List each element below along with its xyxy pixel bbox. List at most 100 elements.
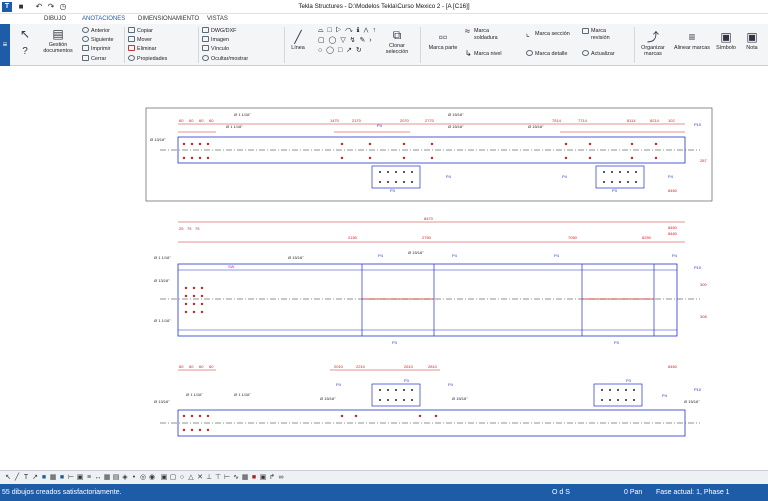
clonar-seleccion-button[interactable]: ⧉ Clonar selección — [382, 29, 412, 55]
svg-text:Ø 1 1/16": Ø 1 1/16" — [234, 392, 251, 397]
text-tool-icon[interactable]: T — [23, 474, 29, 481]
grid-tool-icon[interactable]: ▦ — [49, 474, 57, 481]
snap-perp-icon[interactable]: ⊥ — [205, 474, 213, 481]
svg-text:8460: 8460 — [668, 225, 678, 230]
imagen-button[interactable]: Imagen — [202, 36, 229, 44]
propiedades-button[interactable]: Propiedades — [128, 55, 167, 63]
drawing-view-2[interactable]: 8470 2150 2750 7050 8250 8460 8460 25 75… — [154, 216, 707, 345]
target-tool-icon[interactable]: ◎ — [139, 474, 147, 481]
refresh-icon — [582, 50, 589, 56]
snap-mid-icon[interactable]: ⊢ — [223, 474, 231, 481]
ribbon-separator — [284, 27, 285, 63]
snap-circle-icon[interactable]: ○ — [179, 474, 185, 481]
nota-button[interactable]: ▣ Nota — [740, 31, 764, 51]
mark-tool-icon[interactable]: ▣ — [76, 474, 84, 481]
drawing-canvas[interactable]: 60 60 60 60 1470 2170 2070 2770 7514 771… — [0, 66, 768, 470]
svg-text:Ø 15/16": Ø 15/16" — [288, 255, 304, 260]
cerrar-button[interactable]: Cerrar — [82, 55, 106, 63]
drawing-svg[interactable]: 60 60 60 60 1470 2170 2070 2770 7514 771… — [0, 66, 768, 470]
svg-text:75: 75 — [187, 226, 192, 231]
node-tool-icon[interactable]: ◈ — [122, 474, 128, 481]
select-tool-button[interactable]: ↖ — [14, 28, 36, 42]
snap-box-icon[interactable]: ▣ — [160, 474, 168, 481]
ocultar-mostrar-button[interactable]: Ocultar/mostrar — [202, 55, 248, 63]
tab-dibujo[interactable]: DIBUJO — [44, 16, 67, 22]
delete-icon — [128, 45, 135, 51]
gestion-documentos-button[interactable]: ▤ Gestión documentos — [40, 28, 76, 54]
anterior-label: Anterior — [91, 28, 110, 34]
snap-grid-icon[interactable]: ▦ — [241, 474, 249, 481]
imprimir-button[interactable]: Imprimir — [82, 45, 110, 53]
beam-outline — [177, 263, 678, 337]
organizar-marcas-button[interactable]: ⤴ Organizar marcas — [638, 31, 668, 57]
snap-end-icon[interactable]: ⊤ — [214, 474, 222, 481]
drawing-view-1[interactable]: 60 60 60 60 1470 2170 2070 2770 7514 771… — [145, 107, 713, 202]
svg-text:Ø 1 1/16": Ø 1 1/16" — [186, 392, 203, 397]
anterior-button[interactable]: Anterior — [82, 27, 110, 35]
draw-tool-icon[interactable]: ↗ — [32, 474, 38, 481]
history-icon[interactable]: ◷ — [59, 2, 67, 11]
snap-frame-icon[interactable]: ▣ — [259, 474, 267, 481]
point-tool-icon[interactable]: • — [132, 474, 136, 481]
help-button[interactable]: ? — [14, 46, 36, 60]
redo-icon[interactable]: ↷ — [47, 2, 55, 11]
tab-dimensionamiento[interactable]: DIMENSIONAMIENTO — [138, 16, 200, 22]
alinear-label: Alinear marcas — [674, 45, 710, 51]
alinear-marcas-button[interactable]: ≡ Alinear marcas — [672, 31, 712, 51]
marca-soldadura-button[interactable]: ≈Marca soldadura — [465, 27, 506, 42]
shape-tools-row1[interactable]: ⌓ □ ▷ ↷ ℹ ⋀ ↑ — [318, 27, 378, 34]
print-icon — [82, 45, 89, 51]
question-icon: ? — [22, 46, 28, 57]
phase-status[interactable]: Fase actual: 1, Phase 1 — [656, 489, 730, 496]
svg-text:P4: P4 — [377, 123, 383, 128]
svg-text:1470: 1470 — [330, 118, 340, 123]
measure-tool-icon[interactable]: ↔ — [94, 474, 102, 481]
svg-text:8460: 8460 — [668, 231, 678, 236]
layer-tool-icon[interactable]: ■ — [59, 474, 65, 481]
dim-tool-icon[interactable]: ⊢ — [67, 474, 75, 481]
mover-button[interactable]: Mover — [128, 36, 152, 44]
vinculo-label: Vínculo — [211, 46, 229, 52]
center-tool-icon[interactable]: ◉ — [148, 474, 156, 481]
shape-tools-row2[interactable]: ▢ ◯ ▽ ↯ ✎ › — [318, 37, 373, 44]
snap-angle-icon[interactable]: ↱ — [269, 474, 275, 481]
save-icon[interactable]: ■ — [18, 2, 24, 11]
gestion-label: Gestión documentos — [43, 42, 73, 54]
hatch-tool-icon[interactable]: ▤ — [112, 474, 120, 481]
svg-text:2610: 2610 — [404, 364, 414, 369]
hole-labels: Ø 1 1/16" Ø 15/16" Ø 15/16" Ø 13/16" Ø 1… — [154, 250, 424, 323]
snap-tangent-icon[interactable]: ∿ — [233, 474, 239, 481]
linea-button[interactable]: ╱ Línea — [288, 31, 308, 51]
select-arrow-icon[interactable]: ↖ — [5, 474, 11, 481]
shape-tools-row3[interactable]: ○ ◯ □ ↗ ↻ — [318, 47, 363, 54]
simbolo-button[interactable]: ▣ Símbolo — [714, 31, 738, 51]
snap-tool-icon[interactable]: ▦ — [103, 474, 111, 481]
svg-text:P4: P4 — [336, 382, 342, 387]
tab-vistas[interactable]: VISTAS — [207, 16, 228, 22]
undo-icon[interactable]: ↶ — [35, 2, 43, 11]
tekla-logo-icon[interactable]: T — [2, 2, 12, 12]
marca-seccion-button[interactable]: ⌞Marca sección — [526, 30, 570, 38]
snap-link-icon[interactable]: ∞ — [278, 474, 284, 481]
siguiente-button[interactable]: Siguiente — [82, 36, 113, 44]
svg-text:Ø 1 1/16": Ø 1 1/16" — [154, 255, 171, 260]
actualizar-button[interactable]: Actualizar — [582, 50, 615, 58]
marca-revision-button[interactable]: Marca revisión — [582, 28, 615, 42]
snap-rect-icon[interactable]: ▢ — [169, 474, 177, 481]
marca-nivel-button[interactable]: ↳Marca nivel — [465, 50, 502, 58]
drawing-view-3[interactable]: 60 60 60 60 2010 2210 2610 2810 8460 Ø 1… — [154, 364, 702, 437]
line-tool-icon[interactable]: ╱ — [14, 474, 20, 481]
snap-cross-icon[interactable]: ✕ — [197, 474, 203, 481]
snap-fill-icon[interactable]: ■ — [251, 474, 257, 481]
fill-tool-icon[interactable]: ■ — [41, 474, 47, 481]
menu-icon[interactable]: ≡ — [0, 24, 10, 66]
marca-detalle-button[interactable]: Marca detalle — [526, 50, 567, 58]
snap-triangle-icon[interactable]: △ — [188, 474, 194, 481]
dwg-dxf-button[interactable]: DWG/DXF — [202, 27, 236, 35]
svg-text:Ø 13/16": Ø 13/16" — [150, 137, 166, 142]
marca-parte-button[interactable]: ▫▫ Marca parte — [426, 31, 460, 51]
vinculo-button[interactable]: Vínculo — [202, 45, 229, 53]
copiar-button[interactable]: Copiar — [128, 27, 153, 35]
eliminar-button[interactable]: Eliminar — [128, 45, 156, 53]
align-tool-icon[interactable]: ≡ — [86, 474, 92, 481]
